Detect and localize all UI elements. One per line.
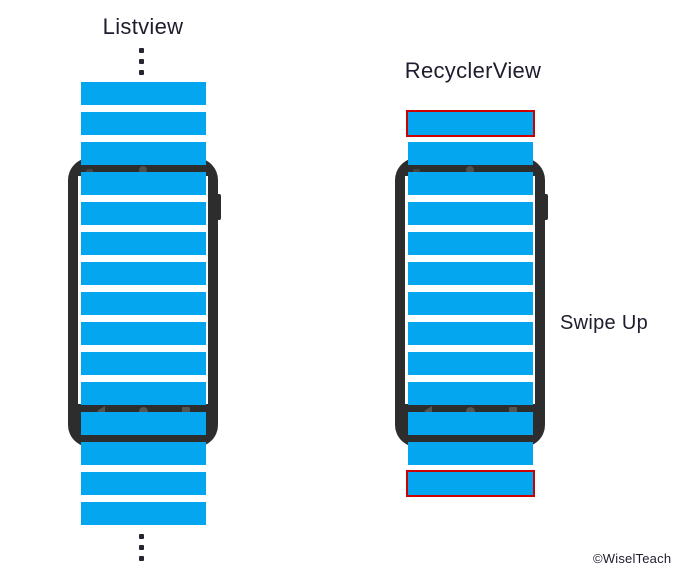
power-button [216,194,221,220]
list-item-bar [408,202,533,225]
camera-icon [139,166,147,174]
list-item-bar [81,442,206,465]
ellipsis-dot [139,59,144,64]
list-item-bar [408,472,533,495]
list-item-bar [408,442,533,465]
list-item [79,380,208,407]
back-icon [96,406,105,416]
list-item [406,410,535,437]
list-item [79,200,208,227]
recyclerview-title: RecyclerView [404,58,542,83]
ellipsis-dot [139,545,144,550]
list-item-bar [408,172,533,195]
list-item [79,140,208,167]
ellipsis-dot [139,556,144,561]
list-item [79,410,208,437]
power-button [543,194,548,220]
ellipsis-dot [139,534,144,539]
list-item-bar [408,262,533,285]
list-item [79,170,208,197]
list-item [406,380,535,407]
list-item [406,200,535,227]
list-item [79,80,208,107]
swipe-up-label: Swipe Up [560,312,648,334]
list-item-bar [81,142,206,165]
list-item [406,230,535,257]
list-item-bar [408,232,533,255]
nav-bar [68,405,218,417]
list-item [79,290,208,317]
list-item-bar [81,382,206,405]
list-item [406,350,535,377]
list-item [79,110,208,137]
list-item-bar [81,202,206,225]
list-item-bar [81,502,206,525]
list-item [79,350,208,377]
list-item [406,320,535,347]
list-item-bar [408,142,533,165]
list-item-bar [408,412,533,435]
list-item [79,440,208,467]
home-icon [138,406,148,416]
list-item [79,260,208,287]
list-item-bar [81,472,206,495]
list-item [79,230,208,257]
list-item-bar [81,112,206,135]
list-item [406,440,535,467]
list-item-bar [81,352,206,375]
recents-icon [181,407,190,415]
ellipsis-dot [139,48,144,53]
list-item [406,170,535,197]
list-item-bar [408,352,533,375]
home-icon [465,406,475,416]
list-item [79,500,208,527]
list-item-bar [81,262,206,285]
list-item-bar [408,292,533,315]
list-item-recycled [406,470,535,497]
camera-icon [466,166,474,174]
watermark: ©WiselTeach [593,551,672,566]
list-item [79,320,208,347]
recents-icon [508,407,517,415]
list-item-bar [81,232,206,255]
speaker-sensor-icon [413,169,420,173]
list-item-bar [408,322,533,345]
speaker-sensor-icon [86,169,93,173]
list-item-bar [81,172,206,195]
back-icon [423,406,432,416]
listview-title: Listview [102,14,184,39]
list-item-recycled [406,110,535,137]
list-item [406,260,535,287]
list-item-bar [81,412,206,435]
list-item-bar [81,82,206,105]
list-item-bar [81,292,206,315]
list-item-bar [408,112,533,135]
list-item [79,470,208,497]
list-item [406,140,535,167]
list-item [406,290,535,317]
ellipsis-dot [139,70,144,75]
list-item-bar [408,382,533,405]
nav-bar [395,405,545,417]
list-item-bar [81,322,206,345]
